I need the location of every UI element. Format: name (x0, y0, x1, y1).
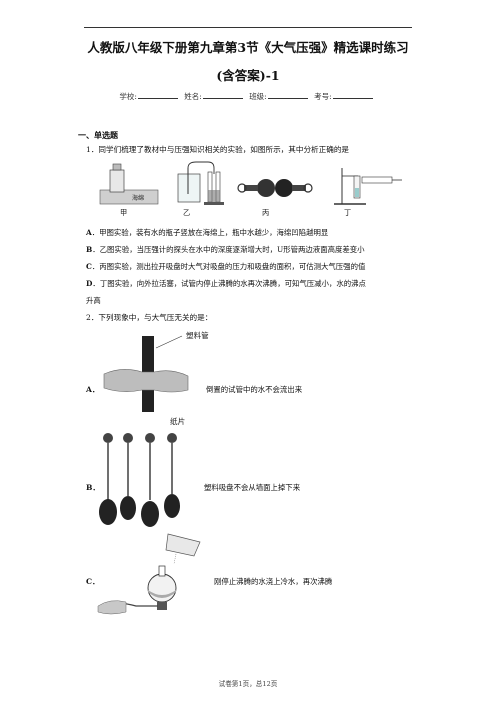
school-blank[interactable] (137, 91, 178, 99)
q1-option-c[interactable]: C．丙图实验，测出拉开吸盘时大气对吸盘的压力和吸盘的面积，可估测大气压强的值 (86, 262, 366, 271)
q1-option-b[interactable]: B．乙图实验，当压强计的探头在水中的深度逐渐增大时，U形管两边液面高度差变小 (86, 245, 365, 254)
q2-stem: 2．下列现象中，与大气压无关的是： (86, 313, 213, 322)
exam-number-blank[interactable] (332, 91, 373, 99)
exam-number-label: 考号: (314, 92, 332, 101)
figure-caption-jia: 甲 (120, 208, 128, 217)
suction-cup-hemispheres-figure (237, 179, 313, 197)
test-tube-syringe-figure (334, 168, 402, 205)
pressure-gauge-figure (177, 161, 224, 205)
section-title: 一、单选题 (78, 130, 118, 140)
name-blank[interactable] (202, 91, 243, 99)
inverted-tube-figure (103, 335, 189, 412)
header-rule (84, 27, 412, 28)
figure-caption-yi: 乙 (183, 208, 191, 217)
q1-option-d-continued: 升高 (86, 296, 101, 305)
paper-tag: 纸片 (170, 417, 186, 426)
class-blank[interactable] (267, 91, 308, 99)
figure-caption-bing: 丙 (262, 208, 270, 217)
sponge-label: 海绵 (132, 194, 144, 202)
bottle-on-sponge-figure: 海绵 (99, 163, 159, 205)
q1-option-d[interactable]: D．丁图实验，向外拉活塞，试管内停止沸腾的水再次沸腾，可知气压减小，水的沸点 (86, 279, 366, 288)
page-footer: 试卷第1页，总12页 (218, 680, 278, 688)
school-label: 学校: (119, 92, 137, 101)
student-info-row: 学校: 姓名: 班级: 考号: (0, 91, 496, 102)
q1-figure-strip: 海绵 (99, 161, 402, 205)
q2-option-a-letter[interactable]: A． (86, 385, 100, 394)
q2-option-c-letter[interactable]: C． (86, 577, 100, 586)
name-label: 姓名: (184, 92, 202, 101)
class-label: 班级: (249, 92, 267, 101)
q2-option-a-text: 倒置的试管中的水不会流出来 (206, 385, 303, 394)
flask-cold-water-figure (97, 533, 201, 615)
q2-option-b-text: 塑料吸盘不会从墙面上掉下来 (204, 483, 301, 492)
exam-title-line2: (含答案)-1 (216, 68, 280, 83)
suction-cup-spoons-figure (99, 433, 180, 527)
q2-option-c-text: 刚停止沸腾的水浇上冷水，再次沸腾 (214, 577, 333, 586)
q2-option-b-letter[interactable]: B． (86, 483, 101, 492)
q1-stem: 1．同学们梳理了教材中与压强知识相关的实验，如图所示，其中分析正确的是 (86, 145, 350, 154)
figure-caption-ding: 丁 (344, 208, 352, 217)
plastic-tube-tag: 塑料管 (186, 331, 209, 340)
q1-option-a[interactable]: A．甲图实验，装有水的瓶子竖放在海绵上，瓶中水越少，海绵凹陷越明显 (86, 228, 329, 237)
exam-title-line1: 人教版八年级下册第九章第3节《大气压强》精选课时练习 (87, 40, 409, 55)
